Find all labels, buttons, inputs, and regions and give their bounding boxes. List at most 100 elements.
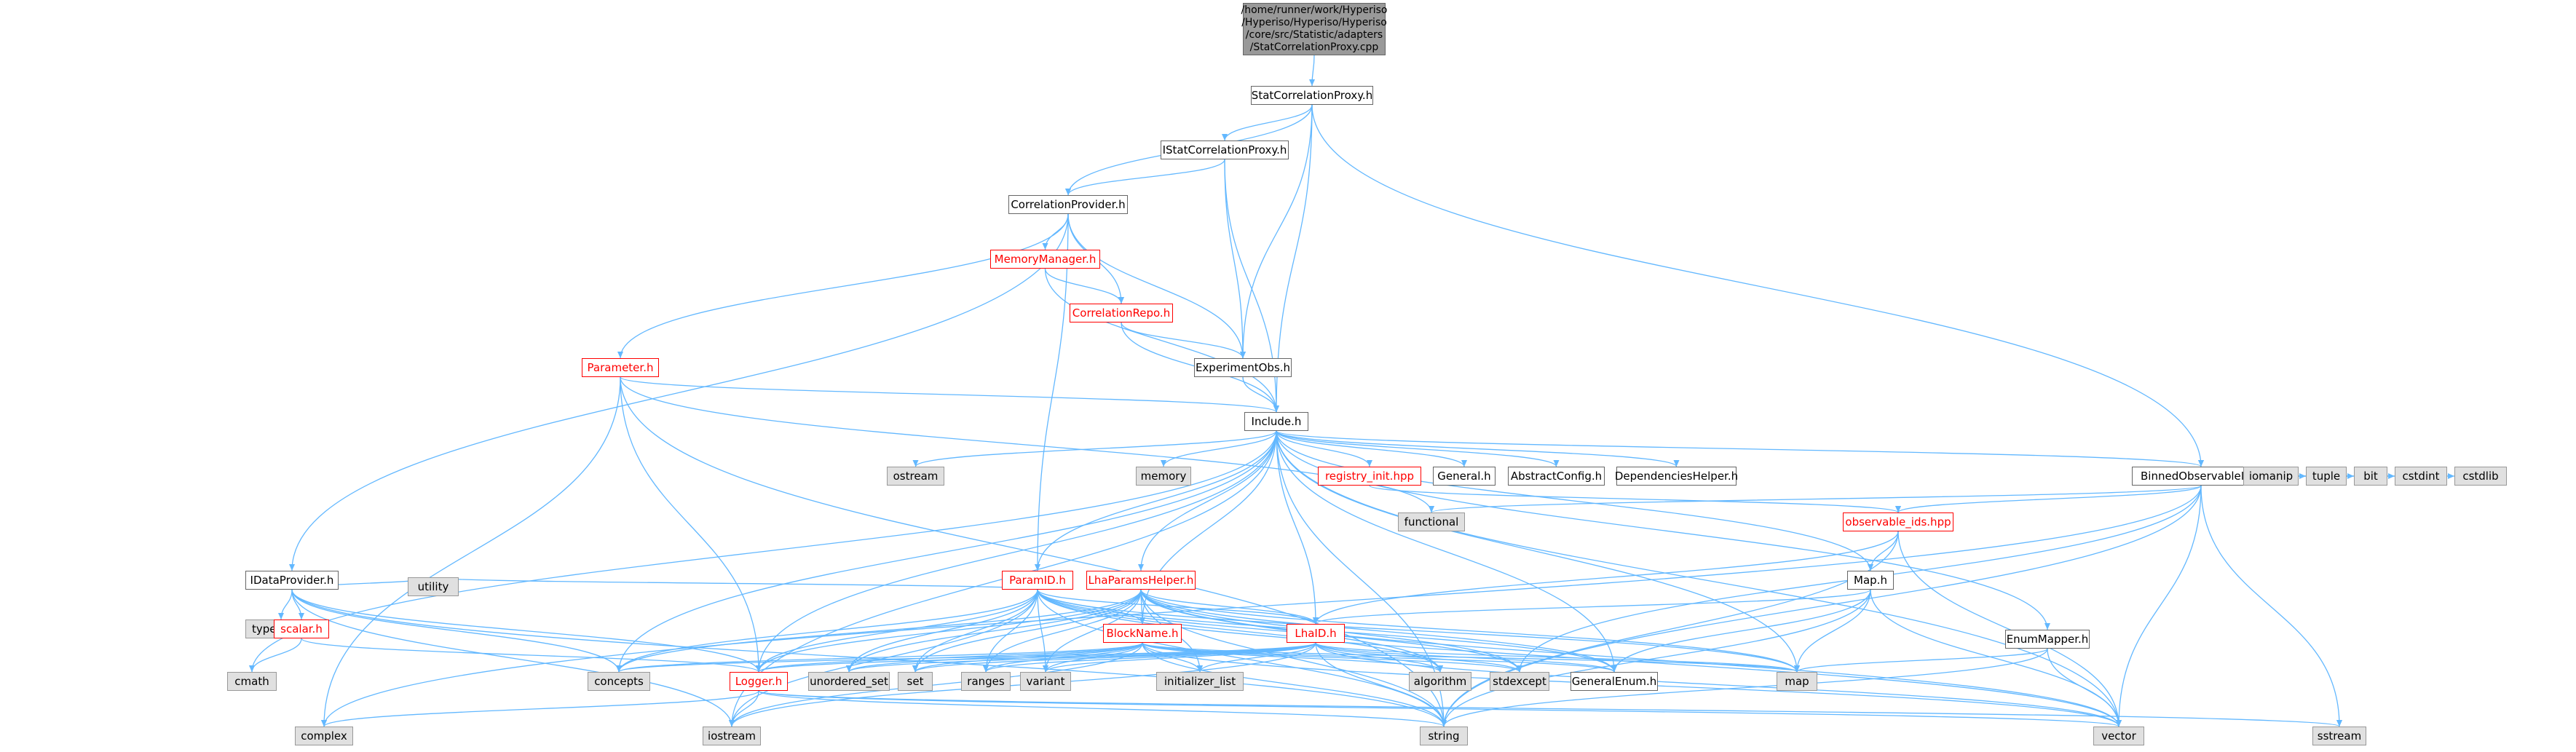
node-logger-h[interactable]: Logger.h [730, 672, 788, 691]
edge-blockname_h-to-stdexcept [1142, 642, 1522, 673]
node-dependencieshelper-h[interactable]: DependenciesHelper.h [1615, 467, 1738, 486]
edge-blockname_h-to-string [1142, 642, 1447, 727]
edge-correlationrepo_h-to-experimentobs_h [1121, 322, 1246, 359]
edge-include_h-to-logger_h [756, 430, 1277, 673]
node-sstream: sstream [2312, 727, 2366, 745]
root-line-2: /Hyperiso/Hyperiso/Hyperiso [1241, 17, 1387, 28]
edge-statcorrelationproxy_h-to-include_h [1273, 104, 1313, 413]
node-observable-ids-hpp[interactable]: observable_ids.hpp [1843, 512, 1953, 531]
edge-paramid_h-to-iostream [729, 589, 1038, 727]
edge-correlationprovider_h-to-paramid_h [1035, 213, 1069, 571]
node-enummapper-h[interactable]: EnumMapper.h [2005, 630, 2090, 649]
edge-lhaid_h-to-vector [1315, 642, 2122, 727]
edge-scalar_h-to-cmath [249, 638, 302, 673]
root-line-3: /core/src/Statistic/adapters [1245, 29, 1383, 41]
edge-map_h-to-generalenum_h [1611, 589, 1871, 673]
edge-lhaparamshelper_h-to-string [1140, 589, 1447, 727]
node-map-h[interactable]: Map.h [1847, 571, 1894, 590]
node-generalenum-h[interactable]: GeneralEnum.h [1571, 672, 1658, 691]
edge-memorymanager_h-to-correlationrepo_h [1044, 268, 1124, 304]
edge-logger_h-to-iostream [729, 690, 759, 727]
edge-include_h-to-ostream [912, 430, 1277, 467]
edge-statcorrelationproxy_h-to-experimentobs_h [1240, 104, 1313, 359]
node-set: set [898, 672, 933, 691]
edge-correlationprovider_h-to-idataprovider_h [289, 213, 1069, 571]
node-initializer-list: initializer_list [1156, 672, 1244, 691]
edge-include_h-to-abstractconfig_h [1276, 430, 1560, 467]
node-abstractconfig-h[interactable]: AbstractConfig.h [1508, 467, 1605, 486]
edge-lhaid_h-to-logger_h [756, 642, 1316, 673]
node-blockname-h[interactable]: BlockName.h [1103, 624, 1182, 643]
edge-lhaparamshelper_h-to-unordered_set [846, 589, 1142, 673]
edge-root-to-statcorrelationproxy_h [1309, 55, 1316, 87]
edge-enummapper_h-to-map [1794, 648, 2048, 673]
node-experimentobs-h[interactable]: ExperimentObs.h [1194, 358, 1292, 377]
edge-lhaid_h-to-stdexcept [1315, 642, 1522, 673]
edge-paramid_h-to-concepts [616, 589, 1038, 673]
edge-lhaid_h-to-concepts [616, 642, 1316, 673]
edge-include_h-to-map_h [1276, 430, 1873, 571]
node-complex: complex [295, 727, 353, 745]
root-line-1: /home/runner/work/Hyperiso [1241, 4, 1388, 16]
node-iostream: iostream [703, 727, 761, 745]
node-statcorrelationproxy-h[interactable]: StatCorrelationProxy.h [1251, 86, 1373, 105]
node-registry-init-hpp[interactable]: registry_init.hpp [1318, 467, 1421, 486]
edge-lhaid_h-to-string [1315, 642, 1447, 727]
node-lhaparamshelper-h[interactable]: LhaParamsHelper.h [1086, 571, 1196, 590]
edge-include_h-to-registry_init_hpp [1276, 430, 1372, 467]
node-ostream: ostream [887, 467, 944, 486]
edge-lhaparamshelper_h-to-lhaid_h [1140, 589, 1319, 625]
edge-enummapper_h-to-vector [2047, 648, 2122, 727]
edge-parameter_h-to-complex [321, 376, 621, 727]
node-include-h[interactable]: Include.h [1244, 412, 1308, 431]
node-idataprovider-h[interactable]: IDataProvider.h [245, 571, 339, 590]
edge-enummapper_h-to-string [1441, 648, 2048, 727]
node-ranges: ranges [961, 672, 1011, 691]
node-istatcorrelationproxy-h[interactable]: IStatCorrelationProxy.h [1161, 140, 1289, 159]
edge-include_h-to-vector [1276, 430, 2122, 727]
node-variant: variant [1020, 672, 1071, 691]
node-map: map [1777, 672, 1817, 691]
edge-include_h-to-lhaparamshelper_h [1138, 430, 1277, 571]
node-functional: functional [1398, 512, 1465, 531]
edge-lhaparamshelper_h-to-logger_h [756, 589, 1142, 673]
edge-include_h-to-binnedobservableid_h [1276, 430, 2204, 467]
edge-include_h-to-generalenum_h [1276, 430, 1617, 673]
node-iomanip: iomanip [2243, 467, 2299, 486]
node-parameter-h[interactable]: Parameter.h [582, 358, 659, 377]
node-memorymanager-h[interactable]: MemoryManager.h [990, 250, 1100, 269]
node-general-h[interactable]: General.h [1433, 467, 1496, 486]
edge-lhaid_h-to-generalenum_h [1315, 642, 1617, 673]
edge-map_h-to-lhaid_h [1313, 589, 1871, 625]
edge-binnedobservableid_h-to-complex [321, 485, 2202, 727]
edge-map_h-to-map [1794, 589, 1871, 673]
node-bit: bit [2354, 467, 2387, 486]
edge-blockname_h-to-ranges [983, 642, 1143, 673]
edge-blockname_h-to-algorithm [1142, 642, 1443, 673]
node-lhaid-h[interactable]: LhaID.h [1287, 624, 1345, 643]
node-correlationrepo-h[interactable]: CorrelationRepo.h [1070, 304, 1173, 322]
node-paramid-h[interactable]: ParamID.h [1002, 571, 1073, 590]
edge-idataprovider_h-to-iostream [291, 589, 735, 727]
edge-binnedobservableid_h-to-functional [1429, 485, 2202, 513]
edge-include_h-to-dependencieshelper_h [1276, 430, 1680, 467]
edge-include_h-to-map [1276, 430, 1800, 673]
edge-include_h-to-concepts [616, 430, 1277, 673]
edge-binnedobservableid_h-to-string [1441, 485, 2202, 727]
node-cstdint: cstdint [2395, 467, 2447, 486]
node-scalar-h[interactable]: scalar.h [274, 620, 329, 638]
node-utility: utility [408, 577, 459, 596]
edge-include_h-to-paramid_h [1035, 430, 1277, 571]
edge-binnedobservableid_h-to-sstream [2200, 485, 2342, 727]
edge-logger_h-to-complex [321, 690, 759, 727]
edge-lhaid_h-to-initializer_list [1197, 642, 1316, 673]
edge-lhaparamshelper_h-to-concepts [616, 589, 1142, 673]
edge-include_h-to-general_h [1276, 430, 1467, 467]
node-correlationprovider-h[interactable]: CorrelationProvider.h [1008, 195, 1128, 214]
edge-paramid_h-to-string [1037, 589, 1447, 727]
edge-lhaid_h-to-set [912, 642, 1316, 673]
edge-paramid_h-to-map [1037, 589, 1800, 673]
edge-statcorrelationproxy_h-to-binnedobservableid_h [1311, 104, 2204, 467]
edge-idataprovider_h-to-logger_h [291, 589, 762, 673]
